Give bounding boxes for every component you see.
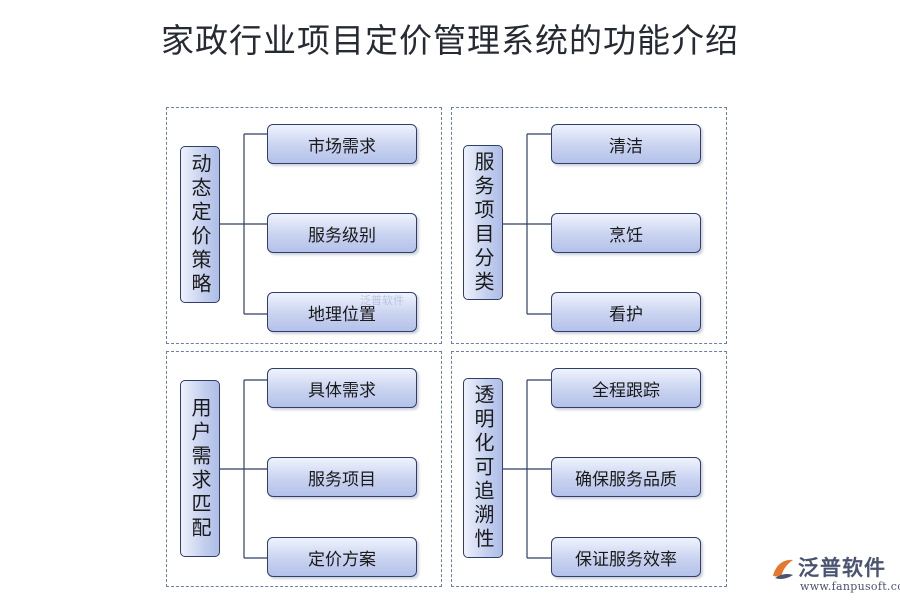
center-watermark: 泛普软件 [360,294,404,307]
logo-text: 泛普软件 [798,556,886,580]
panel-dynamic-pricing [166,107,442,344]
item-pricing-plan: 定价方案 [267,537,417,577]
panel-transparency [451,351,727,587]
item-geo-location: 地理位置 [267,292,417,332]
item-cleaning: 清洁 [551,124,701,164]
item-market-demand: 市场需求 [267,124,417,164]
item-service-level: 服务级别 [267,213,417,253]
page-title: 家政行业项目定价管理系统的功能介绍 [161,21,739,60]
logo-url: www.fanpusoft.com [800,580,900,593]
panel-user-matching [166,351,442,587]
item-cooking: 烹饪 [551,213,701,253]
connector-panel-2 [503,133,551,315]
item-ensure-quality: 确保服务品质 [551,457,701,497]
connector-panel-1 [220,133,267,315]
brand-logo: 泛普软件 www.fanpusoft.com [770,552,900,596]
fanpu-logo-icon [773,559,793,579]
category-service-classification: 服务项目分类 [463,145,503,300]
item-full-tracking: 全程跟踪 [551,368,701,408]
connector-panel-4 [503,379,551,559]
panel-service-category [451,107,727,344]
category-user-demand-matching: 用户需求匹配 [180,380,220,557]
category-transparency-traceability: 透明化可追溯性 [463,378,503,558]
item-ensure-efficiency: 保证服务效率 [551,537,701,577]
item-caregiving: 看护 [551,292,701,332]
category-dynamic-pricing: 动态定价策略 [180,146,220,303]
connector-panel-3 [220,379,267,559]
item-specific-demand: 具体需求 [267,368,417,408]
item-service-project: 服务项目 [267,457,417,497]
